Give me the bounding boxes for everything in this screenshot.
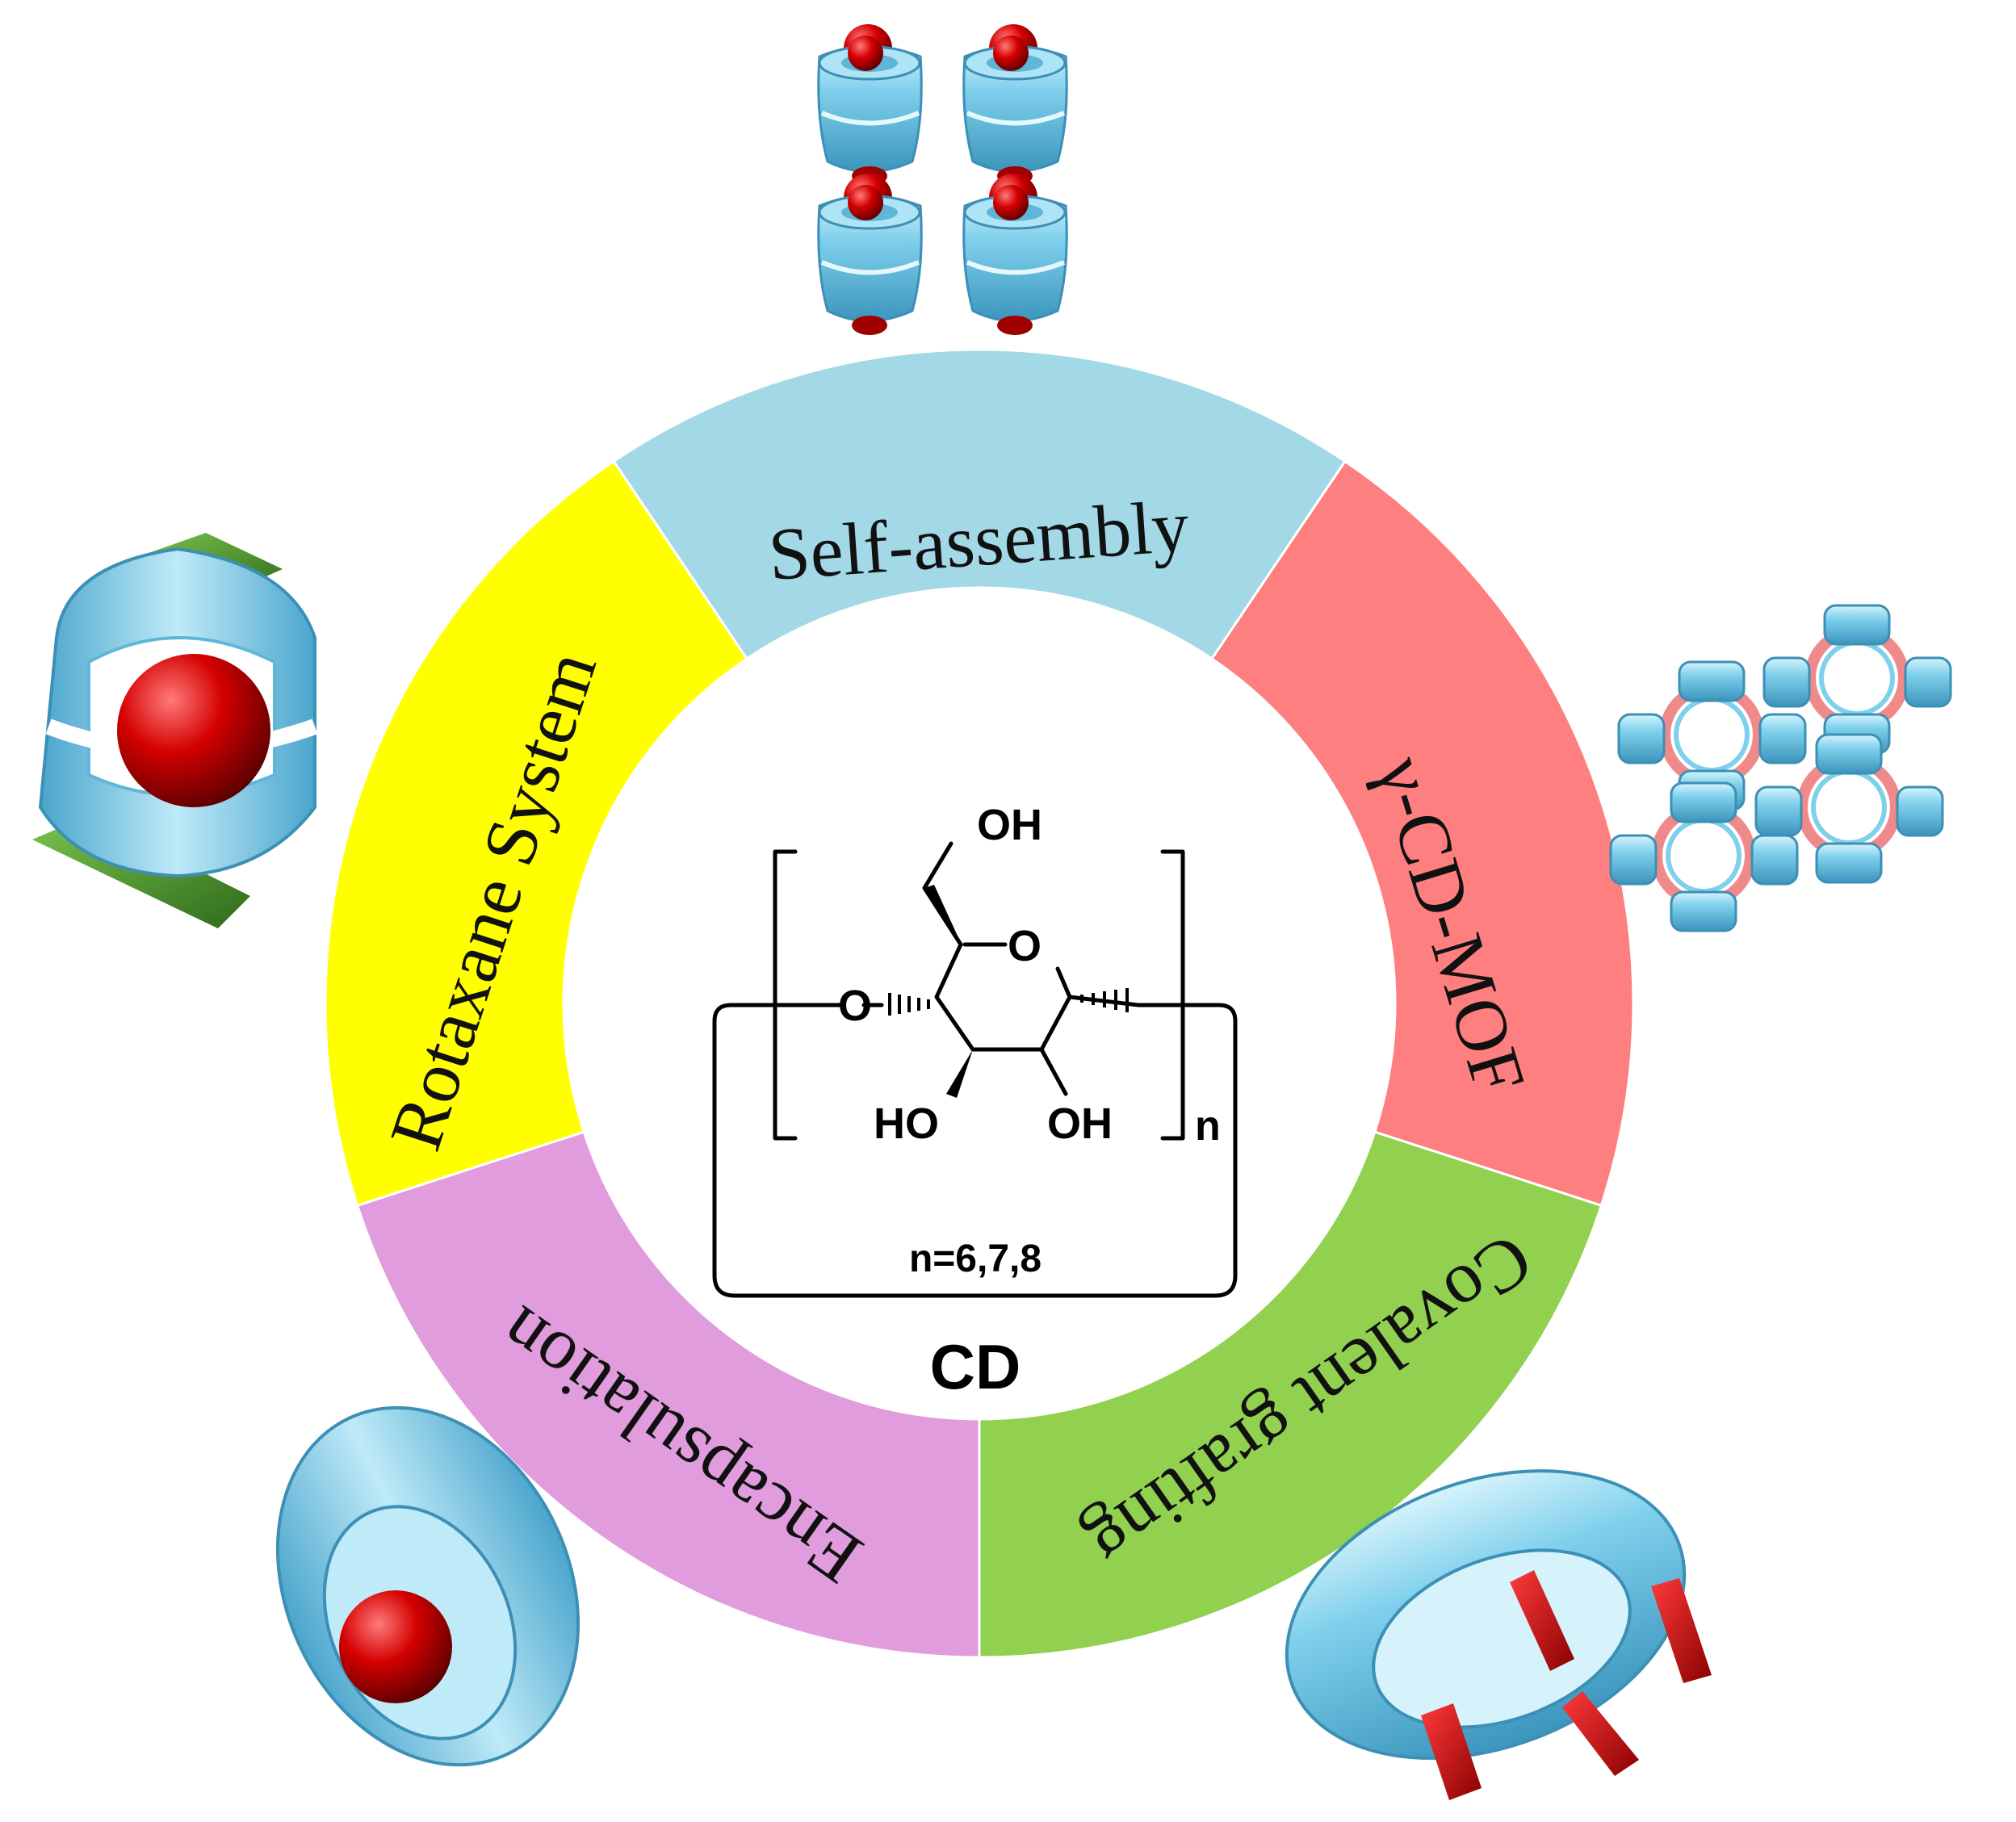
gamma-cd-mof-illustration [1611, 605, 1951, 931]
self-assembly-illustration [819, 24, 1067, 335]
ring-size-values: n=6,7,8 [909, 1238, 1042, 1280]
center-title: CD [930, 1331, 1021, 1402]
ring-segment-rotaxane-system [324, 459, 749, 1208]
atom-link-o: O [838, 982, 872, 1030]
right-repeat-bracket [1160, 849, 1185, 1141]
cyclodextrin-barrel-icon [817, 24, 923, 186]
cyclic-linkage-bracket [712, 1003, 1238, 1298]
atom-oh-right: OH [1047, 1099, 1113, 1148]
ring-segment-covalent-grafting [978, 1130, 1603, 1659]
ring-segment-gamma-cd-mof [1209, 459, 1635, 1208]
left-repeat-bracket [773, 849, 798, 1141]
atom-ho: HO [874, 1099, 939, 1148]
hash-bond [888, 993, 930, 1016]
rotaxane-illustration [32, 533, 318, 928]
glucose-repeat-unit-structure [712, 841, 1238, 1298]
ring-segment-self-assembly [611, 348, 1347, 661]
covalent-grafting-illustration [1285, 1469, 1712, 1800]
atom-oh-top: OH [977, 801, 1042, 849]
ring-segment-encapsulation [355, 1130, 981, 1659]
category-ring [324, 348, 1635, 1659]
encapsulation-illustration [275, 1405, 580, 1767]
atom-ring-o: O [1008, 922, 1042, 970]
hash-bond [1080, 988, 1129, 1012]
wedge-bond [924, 885, 961, 943]
repeat-index: n [1195, 1103, 1221, 1150]
wedge-bond [946, 1049, 973, 1098]
